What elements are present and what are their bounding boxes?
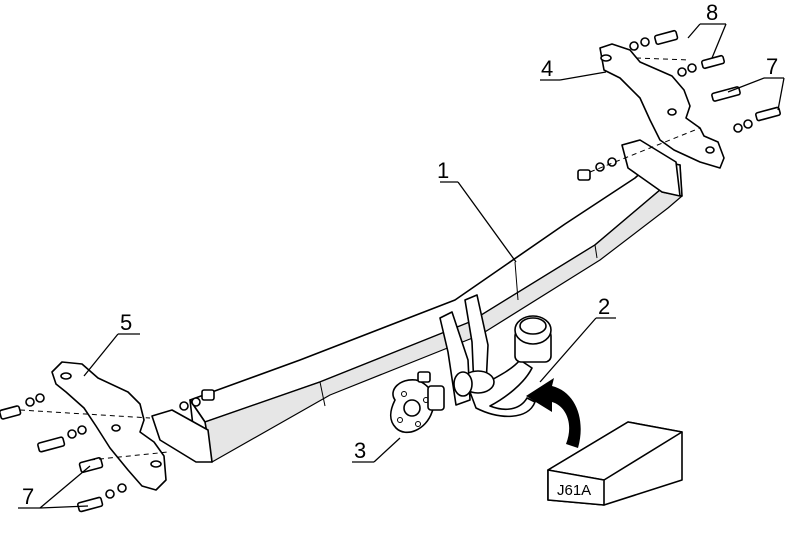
kit-box-label: J61A <box>557 482 591 499</box>
callout-4: 4 <box>541 56 553 81</box>
tow-ball-assembly <box>453 315 552 418</box>
kit-box: J61A <box>547 421 683 506</box>
callout-7-left: 7 <box>22 484 34 509</box>
attachment-arrow <box>526 378 581 448</box>
left-side-bracket <box>51 361 213 491</box>
right-fasteners <box>577 29 781 181</box>
callout-8: 8 <box>706 0 718 25</box>
callout-labels: 1 2 3 4 5 7 7 8 <box>22 0 778 509</box>
callout-2: 2 <box>598 294 610 319</box>
callout-leaders <box>18 23 785 509</box>
callout-3: 3 <box>354 438 366 463</box>
right-side-bracket <box>599 43 725 197</box>
callout-1: 1 <box>437 158 449 183</box>
left-fasteners <box>0 389 215 513</box>
socket-plate <box>389 371 445 434</box>
callout-7-right: 7 <box>766 54 778 79</box>
callout-5: 5 <box>120 310 132 335</box>
